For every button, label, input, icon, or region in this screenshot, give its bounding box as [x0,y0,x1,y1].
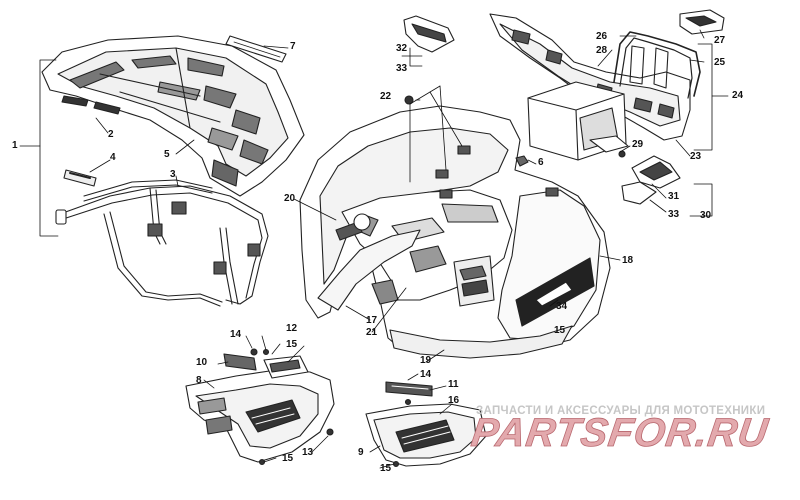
callout-c31: 31 [668,191,680,202]
callout-c25: 25 [714,57,726,68]
watermark-logo: PARTSFOR.RU [468,410,771,456]
callout-c8: 8 [196,375,202,386]
callout-c21: 21 [366,327,378,338]
callout-c12: 12 [286,323,298,334]
callout-c5: 5 [164,149,170,160]
small-decal [63,169,97,187]
footwell-right [365,403,487,467]
callout-c30: 30 [700,210,712,221]
callout-c2: 2 [108,129,114,140]
callout-c24: 24 [732,90,744,101]
callout-c7: 7 [290,41,296,52]
callout-c26: 26 [596,31,608,42]
callout-c15d: 15 [380,463,392,474]
callout-c33a: 33 [396,63,408,74]
callout-c22: 22 [380,91,392,102]
handle-piece-upper [403,15,455,53]
callout-c6: 6 [538,157,544,168]
bracket-11 [385,381,433,397]
rear-rack [41,35,305,197]
callout-c34: 34 [556,301,568,312]
rear-storage-assembly [489,9,725,161]
leader-lines [19,29,729,469]
callout-c28: 28 [596,45,608,56]
callout-c4: 4 [110,152,116,163]
rear-fender [299,105,611,359]
callout-c18: 18 [622,255,634,266]
callout-c20: 20 [284,193,296,204]
callout-c3: 3 [170,169,176,180]
callout-c19: 19 [420,355,432,366]
callout-c27: 27 [714,35,726,46]
footwell-left [185,355,335,463]
callout-c14b: 14 [420,369,432,380]
callout-c13: 13 [302,447,314,458]
callout-c32: 32 [396,43,408,54]
callout-c14a: 14 [230,329,242,340]
handle-piece-right [621,155,681,205]
callout-c9: 9 [358,447,364,458]
callout-c15a: 15 [286,339,298,350]
callout-c23: 23 [690,151,702,162]
callout-c10: 10 [196,357,208,368]
callout-c33b: 33 [668,209,680,220]
bracket-10 [223,353,257,371]
callout-c11: 11 [448,379,459,390]
watermark-logo-text: PARTSFOR.RU [469,410,771,455]
watermark-tagline: ЗАПЧАСТИ И АКСЕССУАРЫ ДЛЯ МОТОТЕХНИКИ [476,405,766,417]
callout-c29: 29 [632,139,644,150]
rack-frame [59,179,269,307]
callout-c15b: 15 [282,453,294,464]
callout-c15c: 15 [554,325,566,336]
callout-c17: 17 [366,315,378,326]
callout-c16: 16 [448,395,460,406]
callout-c1: 1 [12,140,18,151]
